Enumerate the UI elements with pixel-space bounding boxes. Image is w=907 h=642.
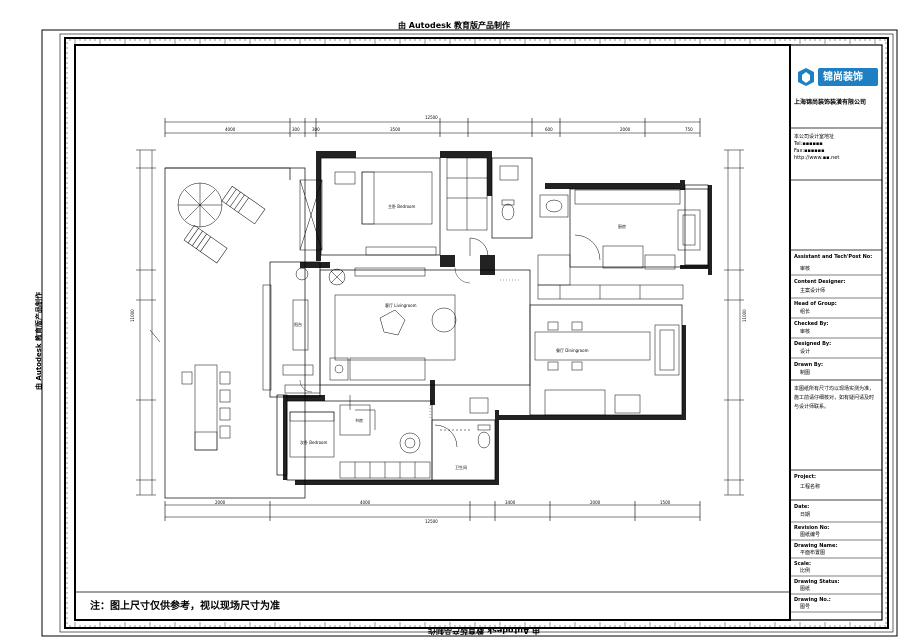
left-banner: 由 Autodesk 教育版产品制作	[35, 291, 43, 390]
contact-line: Fax:▪▪▪▪▪▪	[794, 148, 825, 154]
field-value: 平面布置图	[800, 550, 826, 556]
dim-bottom-segment: 1500	[660, 500, 671, 505]
room-label: 书房	[355, 418, 363, 423]
dim-top-segment: 750	[685, 127, 693, 132]
contact-line: 本公司设计室地址	[794, 134, 835, 140]
dim-bottom-segment: 2000	[590, 500, 601, 505]
dim-bottom-segment: 2000	[215, 500, 226, 505]
dim-bottom-total: 12500	[425, 519, 438, 524]
field-value: 图号	[800, 604, 811, 610]
room-label: 厨房	[618, 224, 626, 229]
room-label: 主卧 Bedroom	[388, 204, 416, 209]
field-label: Designed By:	[794, 341, 832, 347]
field-label: Drawing Status:	[794, 579, 840, 585]
dim-left-total: 11000	[130, 309, 135, 322]
field-label: Head of Group:	[794, 301, 837, 307]
contact-line: Tel:▪▪▪▪▪▪	[794, 141, 823, 147]
logo-text: 锦尚装饰	[823, 72, 863, 83]
field-label: Scale:	[794, 561, 812, 567]
company-name: 上海锦尚装饰装潢有限公司	[794, 99, 867, 106]
dim-top-segment: 300	[312, 127, 320, 132]
field-value: 审核	[800, 329, 811, 335]
field-label: Checked By:	[794, 321, 829, 327]
field-value: 比例	[800, 568, 811, 574]
top-banner: 由 Autodesk 教育版产品制作	[398, 21, 511, 30]
field-value: 工程名称	[800, 484, 821, 490]
dim-bottom-segment: 4000	[360, 500, 371, 505]
drawing-note: 注：图上尺寸仅供参考，视以现场尺寸为准	[90, 601, 280, 612]
field-label: Date:	[794, 504, 810, 510]
field-label: Drawing Name:	[794, 543, 838, 549]
title-block-notes: 本图纸所有尺寸均以现场实测为准，施工前请仔细核对，如有疑问请及时与设计师联系。	[794, 386, 875, 410]
field-value: 日期	[800, 512, 811, 518]
dim-right-total: 11000	[742, 309, 747, 322]
field-value: 主案设计师	[800, 288, 826, 294]
field-label: Drawn By:	[794, 362, 823, 368]
field-label: Revision No:	[794, 525, 830, 531]
field-label: Drawing No.:	[794, 597, 831, 603]
room-label: 阳台	[294, 322, 302, 327]
room-label: 卫生间	[455, 465, 467, 470]
field-label: Content Designer:	[794, 279, 846, 285]
field-value: 图纸	[800, 586, 811, 592]
field-value: 设计	[800, 349, 811, 355]
room-label: 次卧 Bedroom	[300, 440, 328, 445]
field-value: 制图	[800, 370, 811, 376]
field-value: 审核	[800, 266, 811, 272]
room-label: 客厅 Livingroom	[385, 303, 417, 308]
field-label: Project:	[794, 474, 817, 480]
dim-top-segment: 3500	[390, 127, 401, 132]
field-label: Assistant and Tech'Post No:	[794, 254, 873, 260]
room-label: 餐厅 Diningroom	[556, 348, 589, 353]
company-logo	[798, 68, 878, 86]
dim-top-segment: 300	[292, 127, 300, 132]
bottom-banner: 由 Autodesk 教育版产品制作	[427, 626, 540, 635]
dim-top-segment: 600	[545, 127, 553, 132]
dim-top-segment: 4000	[225, 127, 236, 132]
contact-line: http://www.▪▪.net	[794, 155, 840, 161]
field-value: 图纸编号	[800, 532, 821, 538]
field-value: 组长	[800, 309, 811, 315]
dim-bottom-segment: 3400	[505, 500, 516, 505]
dim-top-total: 12500	[425, 115, 438, 120]
dim-top-segment: 2000	[620, 127, 631, 132]
